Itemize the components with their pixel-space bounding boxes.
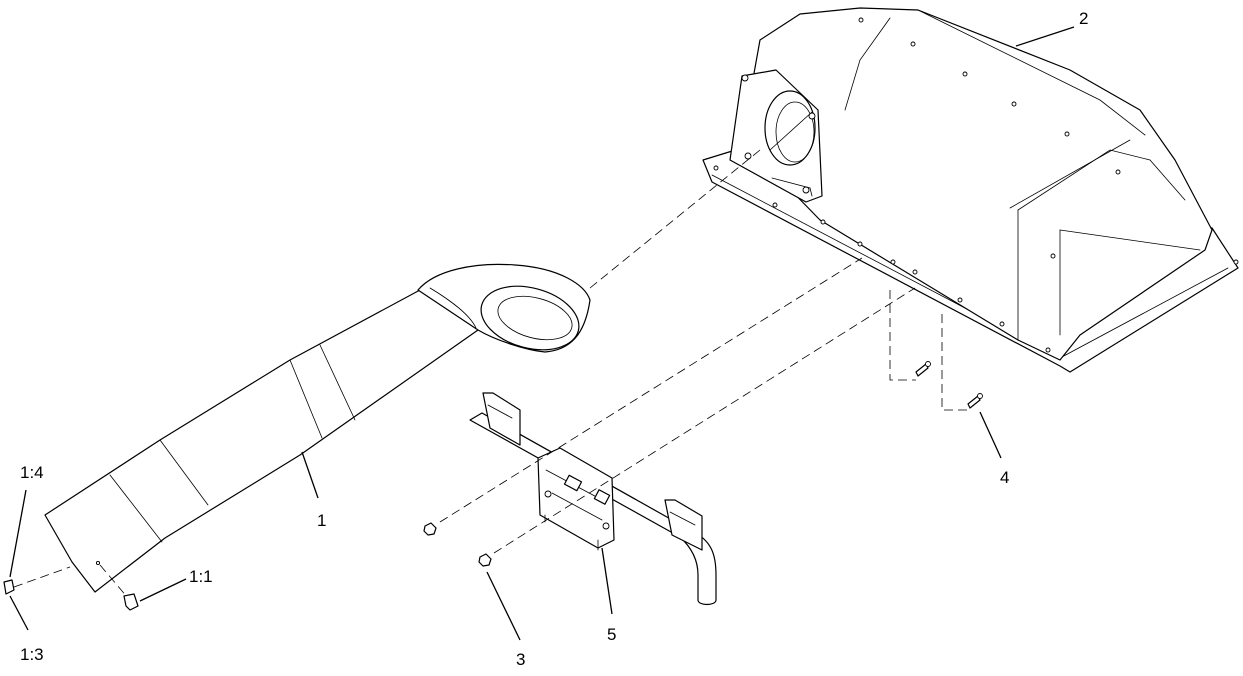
callout-1: 1	[317, 511, 326, 530]
leader-1	[301, 451, 319, 499]
leader-5	[601, 547, 613, 615]
leader-2	[1015, 26, 1075, 47]
callout-5: 5	[607, 625, 616, 644]
housing-body	[741, 7, 1213, 361]
bracket-hook	[679, 529, 717, 606]
leader-1-1	[139, 578, 187, 602]
callout-labels: 1 2 3 4 5 1:1 1:3 1:4	[20, 9, 1088, 669]
callout-2: 2	[1079, 9, 1088, 28]
clip-part-1-1	[123, 593, 139, 611]
chute-tube-outlet	[480, 285, 580, 351]
nut-parts	[423, 522, 492, 567]
hardware-part-1-3-1-4	[3, 566, 71, 595]
bolt-right	[967, 395, 981, 409]
housing-port	[764, 90, 816, 166]
nut-lower	[478, 553, 492, 567]
chute-tube-part	[44, 263, 591, 599]
housing-part	[702, 7, 1239, 373]
leader-1-3	[9, 595, 29, 631]
nut-upper	[423, 522, 437, 536]
bracket-part	[469, 392, 717, 606]
bolt-left	[915, 363, 929, 377]
callout-3: 3	[516, 650, 525, 669]
bracket-right-mount	[664, 499, 703, 551]
assembly-lines	[439, 149, 968, 554]
leader-4	[979, 411, 1002, 459]
callout-1-1: 1:1	[189, 567, 213, 586]
bolt-parts	[915, 361, 983, 409]
leader-3	[486, 571, 521, 641]
callout-4: 4	[1000, 468, 1009, 487]
callout-1-4: 1:4	[20, 463, 44, 482]
chute-tube-body	[44, 289, 479, 593]
bracket-center-plate	[537, 447, 615, 549]
callout-1-3: 1:3	[20, 645, 44, 664]
bracket-left-mount	[482, 392, 521, 446]
leader-lines	[9, 26, 1075, 641]
leader-1-4	[9, 489, 27, 578]
